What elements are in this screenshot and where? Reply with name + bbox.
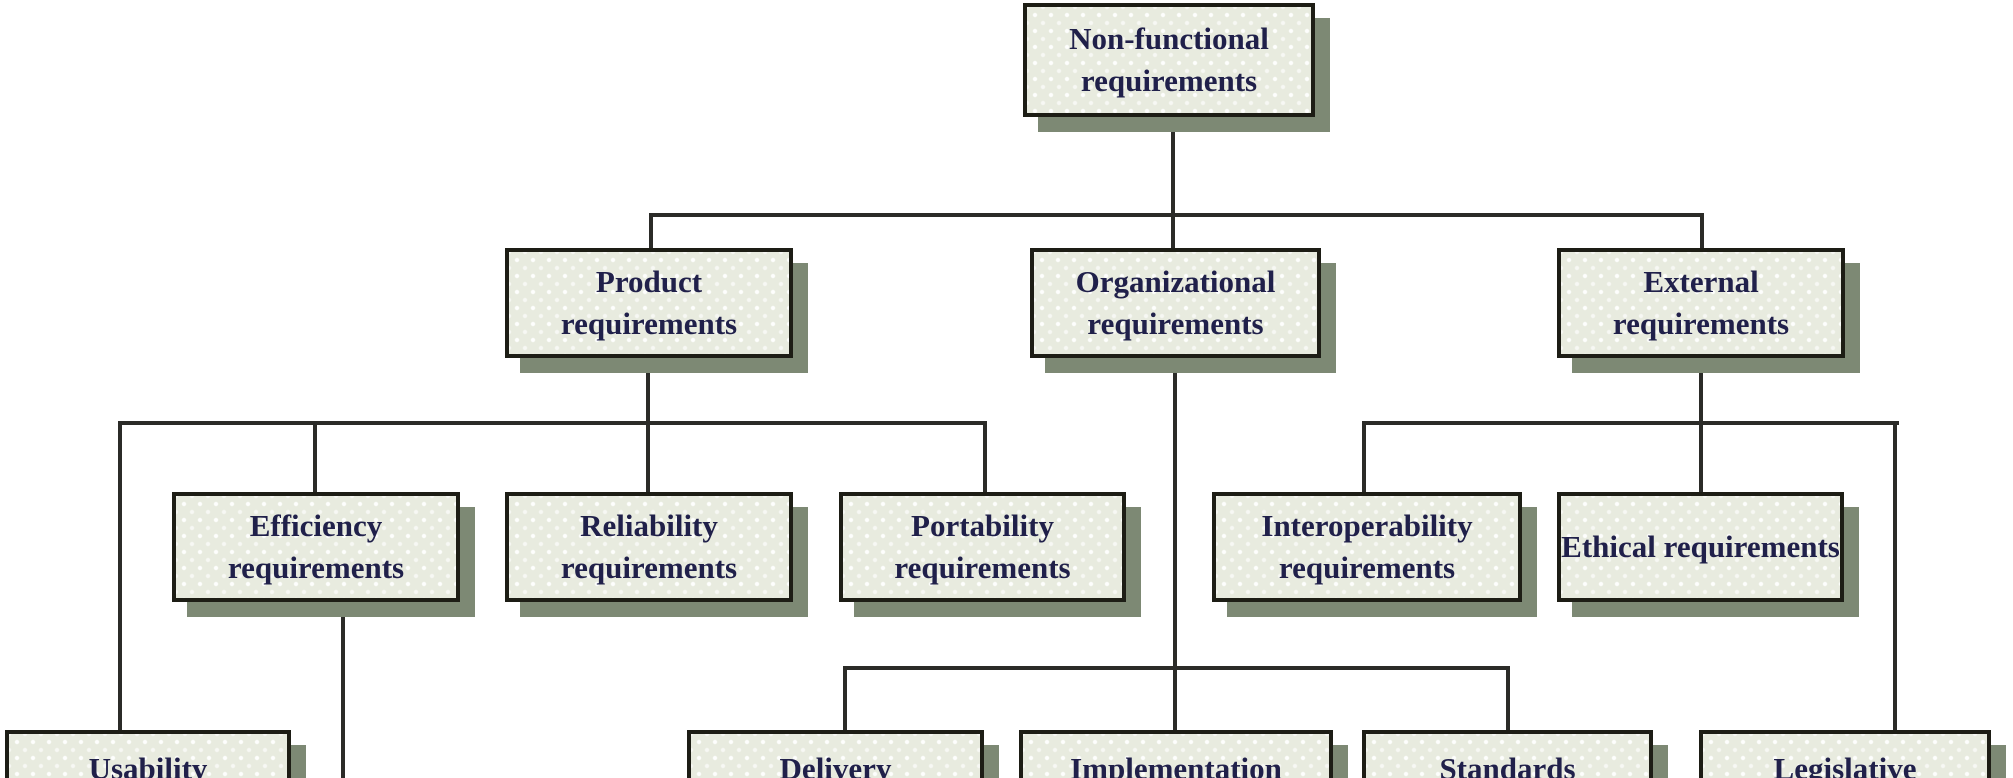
connector-level2-rail bbox=[649, 213, 1704, 217]
connector-implementation-drop bbox=[1173, 666, 1177, 732]
connector-external-drop bbox=[1700, 213, 1704, 250]
node-label: Organizational requirements bbox=[1075, 264, 1276, 341]
connector-usability-drop bbox=[118, 421, 122, 732]
connector-external-stem bbox=[1699, 356, 1703, 423]
connector-efficiency-continuation bbox=[341, 600, 345, 778]
node-legislative-requirements: Legislative bbox=[1699, 730, 1991, 778]
connector-nonfunctional-drop bbox=[1171, 116, 1175, 250]
connector-efficiency-drop bbox=[313, 421, 317, 493]
node-reliability-requirements: Reliability requirements bbox=[505, 492, 793, 602]
node-interoperability-requirements: Interoperability requirements bbox=[1212, 492, 1522, 602]
connector-legislative-drop bbox=[1893, 421, 1897, 732]
node-nonfunctional-requirements: Non-functional requirements bbox=[1023, 3, 1315, 117]
node-delivery-requirements: Delivery bbox=[687, 730, 984, 778]
node-usability-requirements: Usability bbox=[5, 730, 291, 778]
node-label: Portability requirements bbox=[894, 508, 1071, 585]
connector-organizational-stem bbox=[1173, 356, 1177, 668]
node-portability-requirements: Portability requirements bbox=[839, 492, 1126, 602]
connector-interoperability-drop bbox=[1362, 421, 1366, 493]
connector-product-stem bbox=[646, 356, 650, 423]
node-standards-requirements: Standards bbox=[1362, 730, 1653, 778]
node-label: Implementation bbox=[1070, 751, 1282, 778]
node-label: Ethical requirements bbox=[1561, 529, 1840, 564]
connector-standards-drop bbox=[1506, 666, 1510, 732]
node-label: Non-functional requirements bbox=[1069, 21, 1269, 98]
node-label: Reliability requirements bbox=[560, 508, 738, 585]
node-organizational-requirements: Organizational requirements bbox=[1030, 248, 1321, 358]
node-ethical-requirements: Ethical requirements bbox=[1557, 492, 1844, 602]
node-label: Interoperability requirements bbox=[1261, 508, 1473, 585]
connector-product-drop bbox=[649, 213, 653, 250]
node-label: Product requirements bbox=[560, 264, 738, 341]
node-label: Usability bbox=[88, 751, 208, 778]
node-efficiency-requirements: Efficiency requirements bbox=[172, 492, 460, 602]
node-implementation-requirements: Implementation bbox=[1019, 730, 1333, 778]
connector-external-rail bbox=[1362, 421, 1899, 425]
connector-delivery-drop bbox=[843, 666, 847, 732]
node-label: Standards bbox=[1439, 751, 1576, 778]
connector-portability-drop bbox=[983, 421, 987, 493]
connector-product-rail bbox=[118, 421, 987, 425]
node-product-requirements: Product requirements bbox=[505, 248, 793, 358]
node-external-requirements: External requirements bbox=[1557, 248, 1845, 358]
node-label: Efficiency requirements bbox=[227, 508, 405, 585]
node-label: External requirements bbox=[1612, 264, 1790, 341]
node-label: Legislative bbox=[1773, 751, 1917, 778]
connector-reliability-drop bbox=[646, 421, 650, 493]
connector-ethical-drop bbox=[1699, 421, 1703, 493]
node-label: Delivery bbox=[779, 751, 892, 778]
